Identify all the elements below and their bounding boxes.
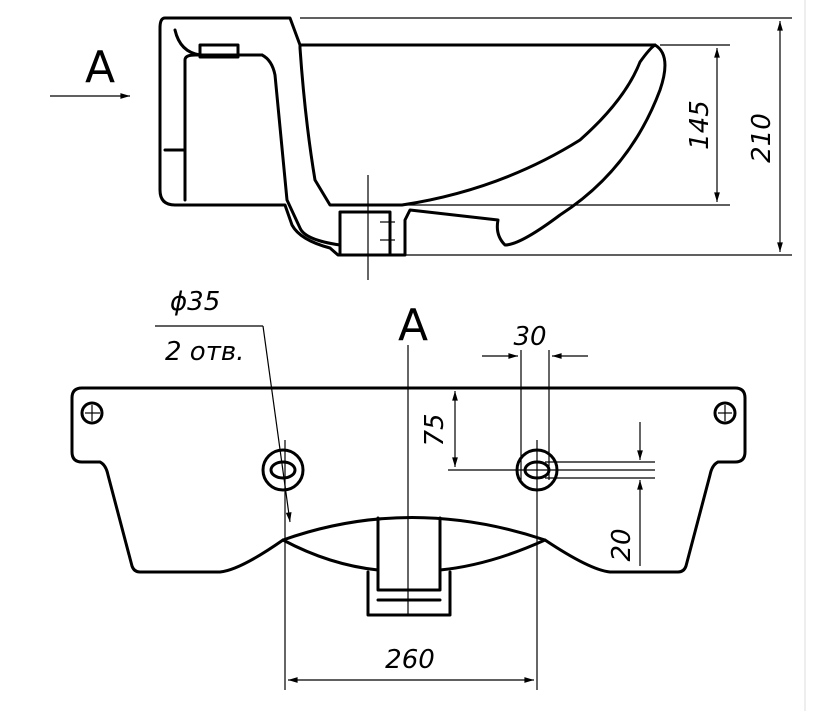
plan-view: A 260 30 75 20 ϕ35: [70, 287, 747, 690]
dim-label-145: 145: [685, 100, 715, 150]
hole-leader-line: [262, 325, 292, 523]
hole-count-label: 2 отв.: [165, 337, 244, 367]
mount-hole-right: [713, 401, 737, 425]
hole-diameter-label: ϕ35: [170, 287, 220, 317]
dim-label-260: 260: [385, 645, 435, 675]
bowl-rim-curve: [281, 538, 547, 572]
view-a-label: A: [398, 300, 428, 351]
dim-label-210: 210: [747, 113, 777, 163]
view-marker-label: A: [85, 42, 115, 93]
dim-label-75: 75: [420, 413, 450, 446]
sink-section-outline: [158, 16, 667, 257]
dim-label-30: 30: [513, 322, 546, 352]
bolt-slot: [198, 43, 240, 59]
bowl-inner-curve: [298, 43, 657, 207]
mount-hole-left: [80, 401, 104, 425]
tap-hole-left: [261, 448, 305, 492]
mounting-bracket: [173, 28, 342, 247]
drain-flange: [366, 570, 452, 617]
drain-body: [376, 516, 442, 592]
dim-label-20: 20: [607, 528, 637, 561]
sink-plan-outline: [70, 386, 747, 574]
drain-outlet: [338, 210, 392, 257]
wall-tab: [163, 53, 264, 202]
section-view: 145 210 A: [50, 16, 792, 280]
